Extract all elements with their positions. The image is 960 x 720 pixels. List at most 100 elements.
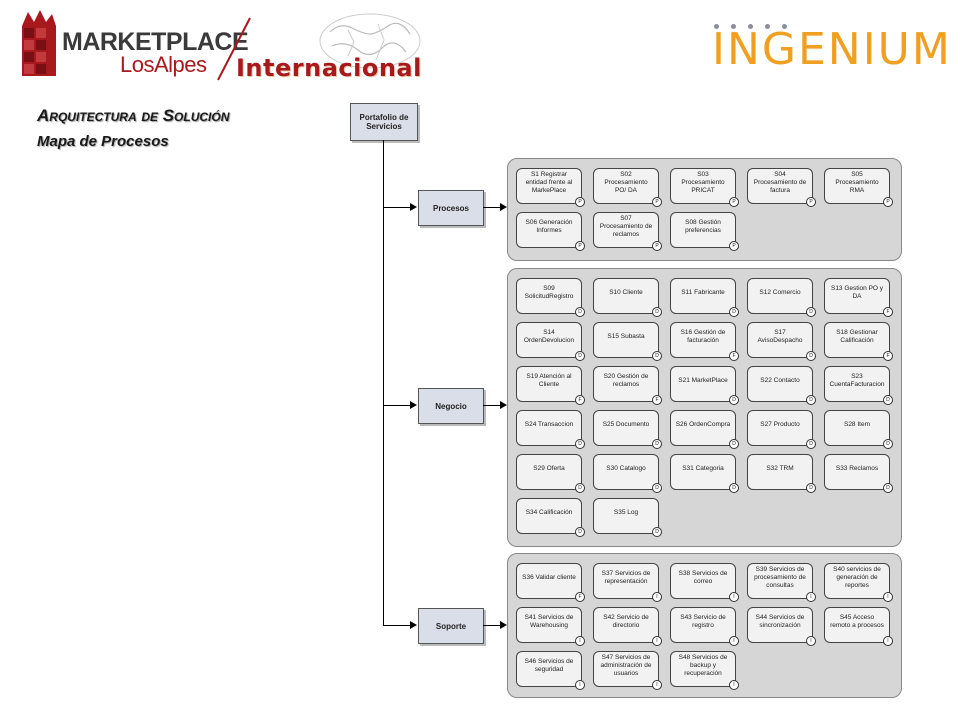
trunk-line — [383, 140, 384, 626]
service-label: S25 Documento — [602, 420, 650, 428]
group-line-soporte — [483, 625, 501, 626]
service-type-badge: I — [729, 680, 739, 690]
ingenium-dots — [714, 16, 799, 34]
service-label: S17 AvisoDespacho — [757, 328, 803, 344]
service-box: S13 Gestion PO y DA F — [824, 278, 893, 317]
service-label: S37 Servicios de representación — [601, 569, 651, 585]
service-label: S16 Gestión de facturación — [680, 328, 726, 344]
service-label: S18 Gestionar Calificación — [836, 328, 878, 344]
service-type-badge: D — [806, 483, 816, 493]
group-node-procesos: Procesos — [418, 190, 484, 226]
service-box: S03 Procesamiento PRICAT P — [670, 168, 739, 207]
partner-logo: INGENIUM — [712, 24, 952, 75]
service-label: S42 Servicio de directorio — [603, 613, 649, 629]
service-type-badge: P — [729, 197, 739, 207]
service-type-badge: D — [575, 527, 585, 537]
service-type-badge: P — [652, 197, 662, 207]
service-label: S38 Servicios de correo — [678, 569, 728, 585]
service-type-badge: F — [883, 307, 893, 317]
group-line-procesos — [483, 207, 501, 208]
service-label: S29 Oferta — [533, 464, 565, 472]
service-label: S30 Catalogo — [606, 464, 646, 472]
service-type-badge: D — [729, 307, 739, 317]
service-type-badge: D — [883, 395, 893, 405]
service-label: S06 Generación Informes — [525, 218, 573, 234]
slide-subtitle: Mapa de Procesos — [37, 133, 169, 150]
service-type-badge: D — [729, 439, 739, 449]
service-type-badge: D — [652, 351, 662, 361]
group-arrow-soporte — [500, 621, 507, 629]
logo-tag: Internacional — [236, 54, 422, 82]
service-type-badge: D — [729, 483, 739, 493]
service-type-badge: D — [883, 439, 893, 449]
service-label: S14 OrdenDevolucion — [523, 328, 575, 344]
service-label: S41 Servicios de Warehousing — [524, 613, 574, 629]
service-label: S32 TRM — [766, 464, 794, 472]
service-type-badge: D — [652, 439, 662, 449]
service-type-badge: F — [575, 395, 585, 405]
slide-title: Arquitectura de Solución — [37, 106, 230, 125]
service-label: S31 Categoria — [682, 464, 724, 472]
group-node-soporte: Soporte — [418, 608, 484, 644]
service-type-badge: I — [729, 636, 739, 646]
service-type-badge: D — [575, 351, 585, 361]
service-label: S46 Servicios de seguridad — [524, 657, 574, 673]
branch-arrow-procesos — [410, 203, 417, 211]
service-type-badge: P — [729, 241, 739, 251]
service-type-badge: I — [652, 680, 662, 690]
service-type-badge: I — [883, 592, 893, 602]
service-type-badge: I — [806, 592, 816, 602]
service-type-badge: D — [575, 307, 585, 317]
service-label: S35 Log — [613, 508, 639, 516]
service-label: S1 Registrar entidad frente al MarkePlac… — [525, 170, 573, 195]
service-type-badge: I — [806, 636, 816, 646]
service-label: S43 Servicio de registro — [680, 613, 726, 629]
service-box: S1 Registrar entidad frente al MarkePlac… — [516, 168, 585, 207]
branch-arrow-negocio — [410, 401, 417, 409]
service-label: S09 SolicitudRegistro — [524, 284, 574, 300]
service-label: S39 Servicios de procesamiento de consul… — [754, 565, 806, 590]
service-label: S03 Procesamiento PRICAT — [681, 170, 725, 195]
service-type-badge: D — [575, 439, 585, 449]
service-type-badge: P — [652, 241, 662, 251]
service-type-badge: D — [806, 351, 816, 361]
service-type-badge: D — [652, 307, 662, 317]
service-label: S13 Gestion PO y DA — [830, 284, 884, 300]
service-type-badge: D — [652, 483, 662, 493]
service-label: S15 Subasta — [607, 332, 645, 340]
service-type-badge: D — [729, 395, 739, 405]
branch-arrow-soporte — [410, 621, 417, 629]
service-type-badge: D — [575, 483, 585, 493]
service-box: S32 TRM D — [747, 454, 816, 493]
service-type-badge: D — [806, 395, 816, 405]
service-type-badge: F — [729, 351, 739, 361]
service-label: S05 Procesamiento RMA — [835, 170, 879, 195]
branch-line-negocio — [383, 405, 411, 406]
logo-title: MARKETPLACE — [62, 28, 249, 56]
service-label: S12 Comercio — [759, 288, 801, 296]
service-label: S44 Servicios de sincronización — [755, 613, 805, 629]
service-label: S27 Producto — [760, 420, 800, 428]
service-type-badge: D — [806, 439, 816, 449]
